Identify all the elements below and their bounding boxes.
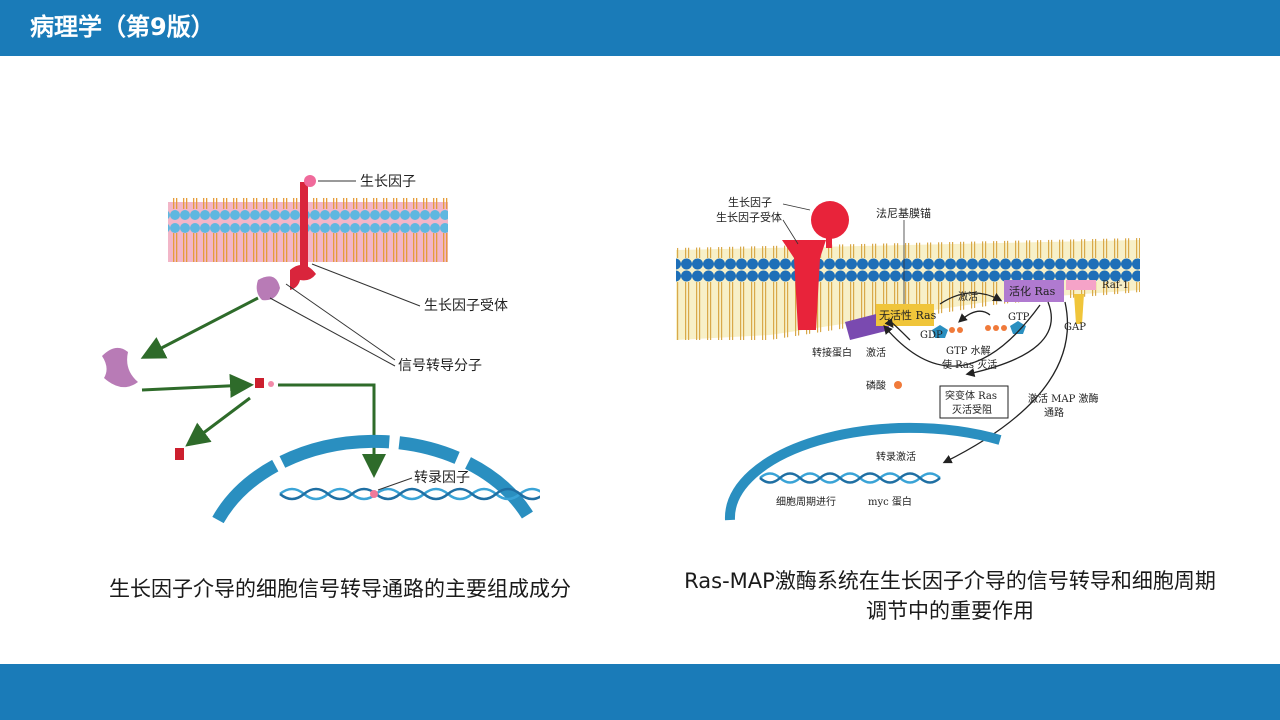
label-transducer: 信号转导分子 [398,358,482,374]
label-active-ras: 活化 Ras [1009,284,1056,298]
mutant-ras-box [939,385,1009,419]
right-caption-line-1: Ras-MAP激酶系统在生长因子介导的信号转导和细胞周期 [684,569,1216,593]
label-growth-factor: 生长因子 [360,174,416,190]
label-transcription-activation: 转录激活 [876,450,916,463]
label-transcription-factor: 转录因子 [414,470,470,486]
label-adaptor: 转接蛋白 [812,346,852,359]
label-growth-factor: 生长因子 [728,195,772,209]
gap-shape [1074,294,1084,324]
left-figure-caption: 生长因子介导的细胞信号转导通路的主要组成成分 [109,577,571,601]
label-gtp: GTP [1008,312,1030,323]
raf-shape [1066,280,1096,290]
label-hydrolysis-2: 使 Ras 灭活 [942,358,997,371]
label-gap: GAP [1064,322,1086,333]
nuclear-envelope [724,422,1002,521]
dna-helix [759,472,941,484]
nuclear-envelope [212,434,534,524]
label-hydrolysis-1: GTP 水解 [946,344,991,357]
growth-factor-ball [304,175,316,187]
label-myc: myc 蛋白 [868,495,912,508]
receptor-shape [290,175,316,290]
page-title: 病理学（第9版） [30,13,215,41]
label-phosphate: 磷酸 [866,379,886,392]
label-raf: Raf-1 [1102,280,1129,291]
active-ras-shape [1004,280,1064,302]
label-activation-top: 激活 [958,290,978,303]
pathway-arrows [883,292,1069,464]
signal-cube [255,378,264,388]
right-figure-caption: Ras-MAP激酶系统在生长因子介导的信号转导和细胞周期 调节中的重要作用 [640,566,1260,626]
label-cell-cycle: 细胞周期进行 [776,495,836,508]
footer-bar [0,664,1280,720]
label-mutant-2: 灭活受阻 [952,404,992,416]
label-gdp: GDP [920,330,943,341]
transducer-shape [256,276,280,301]
growth-factor-pathway-diagram: 生长因子 生长因子受体 信号转导分子 转录因子 [102,174,540,524]
transducer-shape-2 [102,347,138,388]
signal-cube-2 [175,448,184,460]
phosphate-dots [894,325,1007,389]
label-map-2: 通路 [1044,406,1064,419]
label-farnesyl-anchor: 法尼基膜锚 [876,206,931,220]
label-receptor: 生长因子受体 [716,210,782,224]
header-bar: 病理学（第9版） [0,0,1280,56]
label-mutant-1: 突变体 Ras [945,389,997,402]
label-receptor: 生长因子受体 [424,298,508,314]
right-caption-line-2: 调节中的重要作用 [866,599,1034,623]
label-inactive-ras: 无活性 Ras [879,308,937,322]
leader-lines [269,180,421,491]
transcription-factor-dot [370,490,378,498]
label-map-1: 激活 MAP 激酶 [1028,392,1099,405]
label-activation: 激活 [866,346,886,359]
receptor-shape [782,201,849,330]
cell-membrane [676,238,1140,340]
dna-helix [279,487,540,501]
ras-map-kinase-diagram: 生长因子 生长因子受体 法尼基膜锚 无活性 Ras 活化 Ras 激活 Raf-… [676,195,1140,521]
leader-lines [782,203,905,304]
gdp-gtp-shapes [932,321,1026,338]
growth-factor-ball [811,201,849,239]
